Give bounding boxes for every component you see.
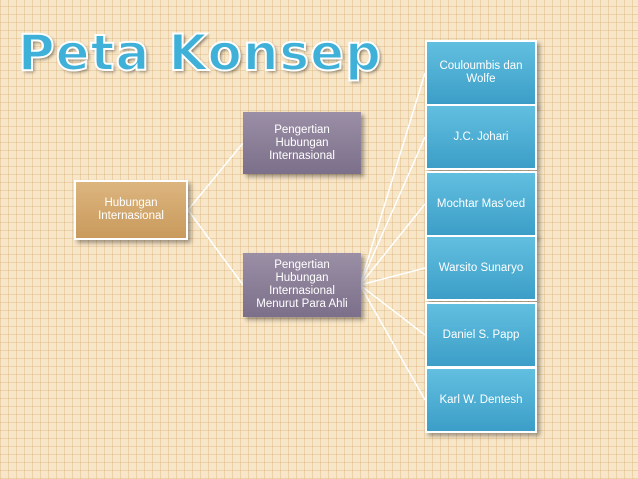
connector-to-expert-6	[359, 284, 426, 401]
branch-node-label: Pengertian Hubungan Internasional	[269, 123, 335, 162]
connector-to-expert-3	[359, 203, 426, 286]
branch-node-label: Pengertian Hubungan Internasional Menuru…	[256, 259, 348, 310]
connector-root-to-branch-2	[187, 209, 244, 286]
expert-node-label: J.C. Johari	[453, 130, 509, 143]
branch-node-experts: Pengertian Hubungan Internasional Menuru…	[243, 253, 361, 317]
expert-node: Warsito Sunaryo	[425, 235, 537, 301]
connector-to-expert-2	[359, 136, 426, 286]
root-node: Hubungan Internasional	[74, 180, 188, 240]
expert-node: Karl W. Dentesh	[425, 367, 537, 433]
connector-to-expert-5	[359, 284, 426, 336]
expert-node-label: Couloumbis dan Wolfe	[439, 60, 523, 85]
expert-node: Daniel S. Papp	[425, 302, 537, 368]
expert-node-label: Karl W. Dentesh	[439, 393, 523, 406]
connector-to-expert-1	[359, 72, 426, 286]
expert-node: Mochtar Mas’oed	[425, 171, 537, 237]
expert-node-label: Daniel S. Papp	[442, 328, 520, 341]
expert-node: J.C. Johari	[425, 104, 537, 170]
expert-node-label: Warsito Sunaryo	[438, 261, 524, 274]
connector-to-expert-4	[359, 267, 426, 286]
expert-node-label: Mochtar Mas’oed	[436, 197, 526, 210]
page-title: Peta Konsep	[17, 24, 382, 82]
expert-node: Couloumbis dan Wolfe	[425, 40, 537, 106]
root-node-label: Hubungan Internasional	[98, 197, 164, 222]
connector-root-to-branch-1	[187, 142, 244, 211]
branch-node-definition: Pengertian Hubungan Internasional	[243, 112, 361, 174]
